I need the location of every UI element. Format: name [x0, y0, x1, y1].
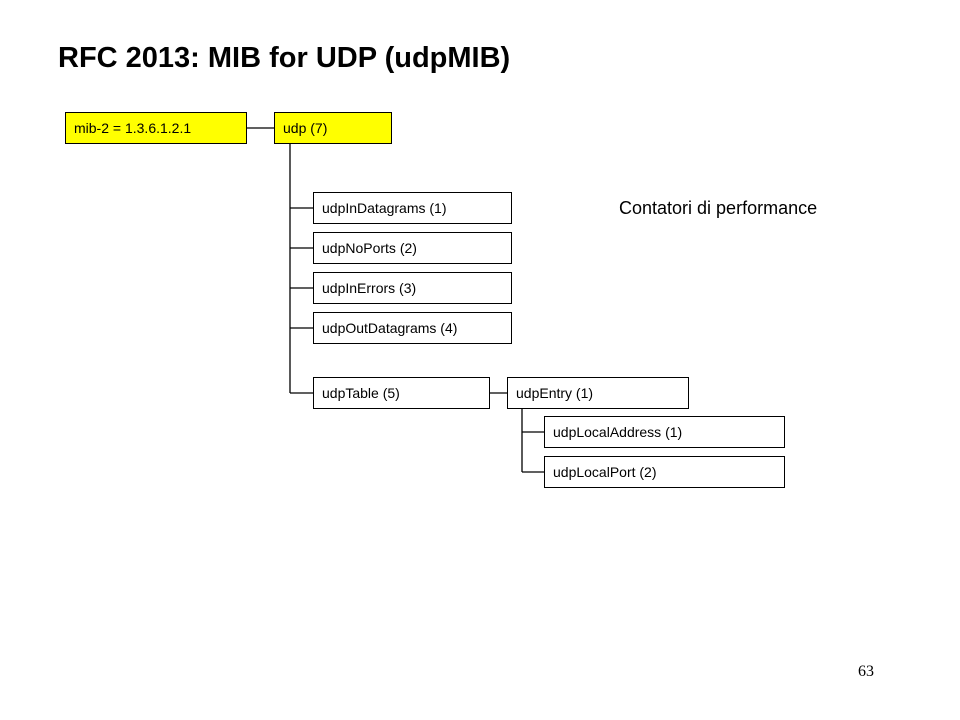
node-udp-in-datagrams: udpInDatagrams (1)	[313, 192, 512, 224]
node-udp-local-port: udpLocalPort (2)	[544, 456, 785, 488]
annotation-performance-counters: Contatori di performance	[619, 198, 818, 218]
node-udp-out-datagrams: udpOutDatagrams (4)	[313, 312, 512, 344]
node-udp-local-address: udpLocalAddress (1)	[544, 416, 785, 448]
node-udp-in-errors: udpInErrors (3)	[313, 272, 512, 304]
node-udp: udp (7)	[274, 112, 392, 144]
slide-title: RFC 2013: MIB for UDP (udpMIB)	[58, 42, 511, 74]
page-number: 63	[858, 663, 874, 680]
node-udp-entry: udpEntry (1)	[507, 377, 689, 409]
node-udp-table: udpTable (5)	[313, 377, 490, 409]
node-udp-no-ports: udpNoPorts (2)	[313, 232, 512, 264]
node-mib-2: mib-2 = 1.3.6.1.2.1	[65, 112, 247, 144]
